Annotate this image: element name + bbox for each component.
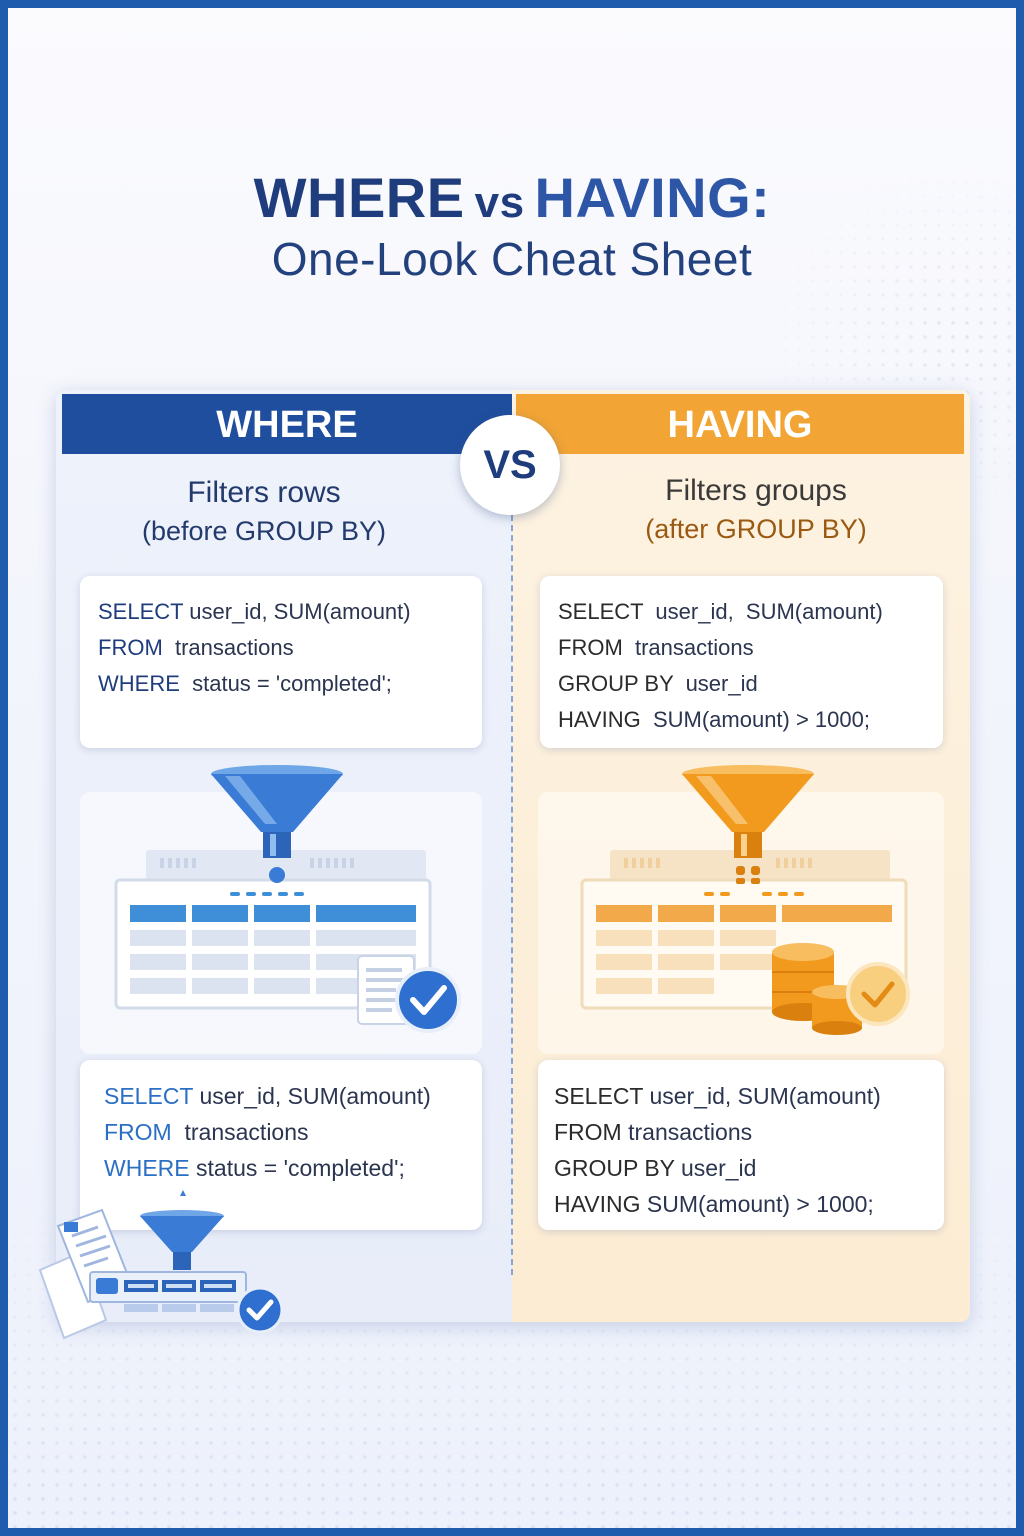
documents-filter-illustration	[38, 1190, 284, 1340]
code-text: transactions	[622, 635, 754, 660]
table-back-icon	[146, 850, 426, 880]
table-back-icon	[610, 850, 890, 880]
having-code-block-bottom: SELECT user_id, SUM(amount) FROM transac…	[538, 1060, 944, 1230]
page-subtitle: One-Look Cheat Sheet	[271, 233, 753, 285]
code-text: user_id, SUM(amount)	[193, 1083, 431, 1109]
code-keyword: FROM	[554, 1119, 622, 1145]
funnel-icon	[682, 765, 814, 884]
code-line: SELECT user_id, SUM(amount)	[98, 594, 464, 630]
code-keyword: FROM	[104, 1119, 172, 1145]
where-code-block-bottom: SELECT user_id, SUM(amount) FROM transac…	[80, 1060, 482, 1230]
having-description: Filters groups (after GROUP BY)	[556, 474, 956, 545]
code-line: HAVING SUM(amount) > 1000;	[554, 1186, 926, 1222]
title-having: HAVING:	[534, 166, 771, 229]
coins-stack-icon	[772, 943, 862, 1035]
where-filter-illustration	[114, 765, 461, 1033]
code-line: FROM transactions	[98, 630, 464, 666]
code-text: user_id	[673, 671, 758, 696]
code-text: status = 'completed';	[189, 1155, 405, 1181]
code-keyword: WHERE	[104, 1155, 190, 1181]
code-text: user_id, SUM(amount)	[183, 599, 411, 624]
code-text: user_id	[674, 1155, 757, 1181]
code-line: WHERE status = 'completed';	[104, 1150, 464, 1186]
code-line: SELECT user_id, SUM(amount)	[558, 594, 925, 630]
code-line: FROM transactions	[558, 630, 925, 666]
code-keyword: WHERE	[98, 671, 180, 696]
code-line: GROUP BY user_id	[554, 1150, 926, 1186]
check-circle-icon	[395, 967, 461, 1033]
code-line: GROUP BY user_id	[558, 666, 925, 702]
code-line: FROM transactions	[104, 1114, 464, 1150]
column-divider	[511, 505, 513, 1275]
code-keyword: SELECT	[98, 599, 184, 624]
code-line: SELECT user_id, SUM(amount)	[554, 1078, 926, 1114]
code-line: SELECT user_id, SUM(amount)	[104, 1078, 464, 1114]
code-line: FROM transactions	[554, 1114, 926, 1150]
code-text: transactions	[171, 1119, 309, 1145]
small-table-icon	[89, 1271, 247, 1312]
code-text: user_id, SUM(amount)	[643, 599, 883, 624]
data-table-icon	[114, 878, 432, 1010]
funnel-icon	[211, 765, 343, 883]
code-text: user_id, SUM(amount)	[643, 1083, 881, 1109]
where-description: Filters rows (before GROUP BY)	[64, 476, 464, 547]
where-desc-title: Filters rows	[187, 476, 341, 509]
code-keyword: GROUP BY	[558, 671, 674, 696]
having-desc-title: Filters groups	[665, 474, 847, 507]
having-desc-subtitle: (after GROUP BY)	[645, 514, 867, 544]
having-header: HAVING	[516, 394, 964, 454]
code-text: transactions	[621, 1119, 753, 1145]
code-keyword: HAVING	[558, 707, 641, 732]
check-circle-icon	[846, 962, 910, 1026]
code-keyword: FROM	[98, 635, 163, 660]
code-text: SUM(amount) > 1000;	[640, 1191, 874, 1217]
code-text: SUM(amount) > 1000;	[640, 707, 870, 732]
where-header: WHERE	[62, 394, 512, 454]
small-check-circle-icon	[236, 1286, 284, 1334]
code-keyword: HAVING	[554, 1191, 641, 1217]
small-funnel-icon	[140, 1190, 224, 1270]
having-filter-illustration	[580, 765, 910, 1035]
code-keyword: FROM	[558, 635, 623, 660]
code-text: transactions	[162, 635, 294, 660]
code-keyword: SELECT	[104, 1083, 194, 1109]
where-desc-subtitle: (before GROUP BY)	[141, 516, 387, 546]
title-where: WHERE	[253, 166, 465, 229]
code-keyword: GROUP BY	[554, 1155, 675, 1181]
title-vs: vs	[474, 178, 525, 227]
code-keyword: SELECT	[554, 1083, 644, 1109]
code-text: status = 'completed';	[179, 671, 392, 696]
where-code-block-top: SELECT user_id, SUM(amount) FROM transac…	[80, 576, 482, 748]
code-keyword: SELECT	[558, 599, 644, 624]
code-line: HAVING SUM(amount) > 1000;	[558, 702, 925, 738]
vs-badge: VS	[460, 415, 560, 515]
code-line: WHERE status = 'completed';	[98, 666, 464, 702]
having-code-block-top: SELECT user_id, SUM(amount) FROM transac…	[540, 576, 943, 748]
